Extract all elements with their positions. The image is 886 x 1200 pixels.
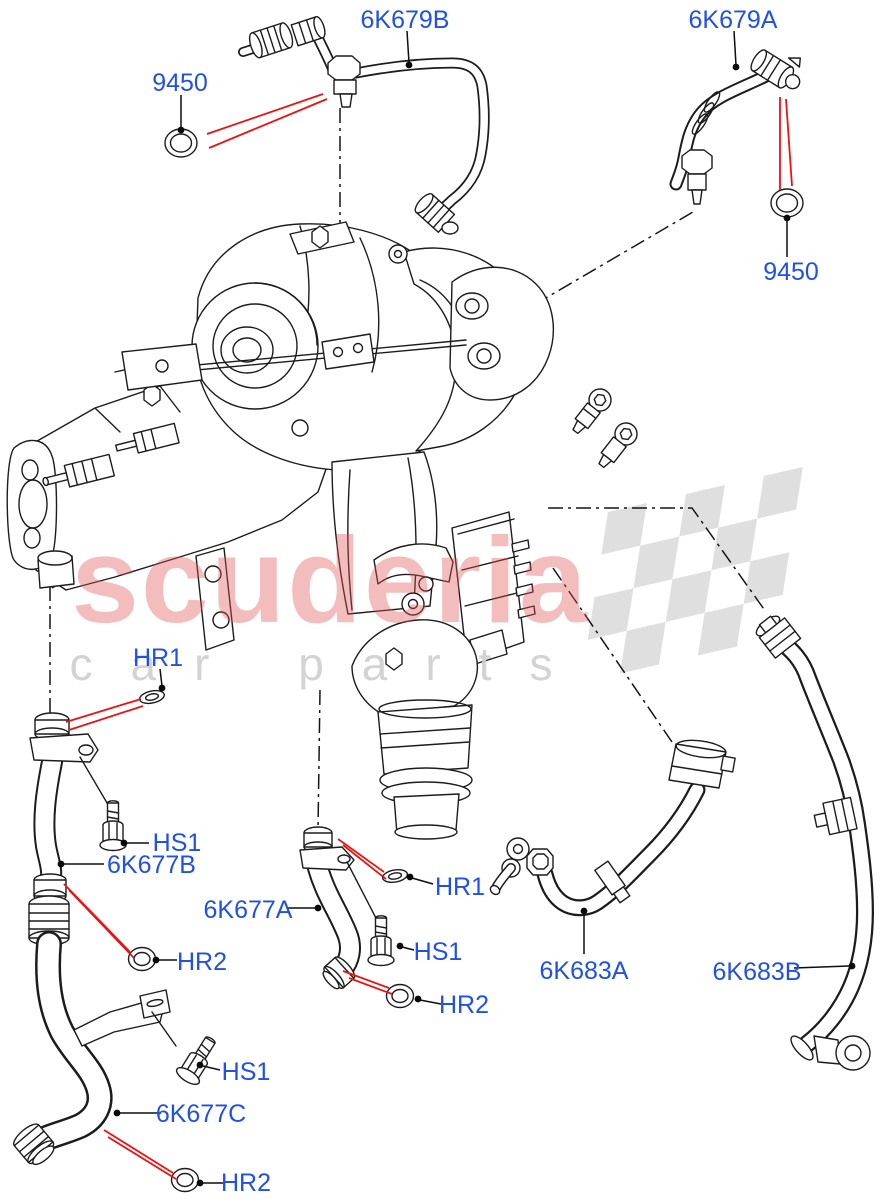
part-6K683B-drawing (755, 615, 875, 1071)
part-label-HR2-bottom[interactable]: HR2 (221, 1169, 271, 1197)
part-label-HR2-center[interactable]: HR2 (439, 991, 489, 1019)
part-label-HS1-bottom[interactable]: HS1 (222, 1058, 271, 1086)
part-6K677C-drawing (13, 895, 171, 1166)
callout-9450-top-left: 9450 (152, 69, 208, 134)
part-label-6K683A[interactable]: 6K683A (540, 957, 629, 985)
callout-HS1-left: HS1 (120, 829, 202, 857)
callout-HR1-center: HR1 (406, 873, 485, 901)
watermark: scuderia car parts (70, 512, 591, 690)
part-label-6K677A[interactable]: 6K677A (204, 896, 293, 924)
callout-HR2-bottom: HR2 (196, 1169, 271, 1197)
part-label-6K679A[interactable]: 6K679A (689, 6, 778, 34)
turbocharger-drawing (121, 221, 638, 615)
part-label-9450-right[interactable]: 9450 (763, 258, 819, 286)
callout-HR1-left: HR1 (133, 644, 183, 692)
part-label-HR2-left[interactable]: HR2 (177, 948, 227, 976)
part-label-6K679B[interactable]: 6K679B (361, 6, 450, 34)
valve-downpipe-drawing (351, 576, 478, 840)
part-label-6K677C[interactable]: 6K677C (156, 1100, 246, 1128)
callout-6K677A: 6K677A (204, 896, 322, 924)
part-label-6K683B[interactable]: 6K683B (713, 958, 802, 986)
part-label-HS1-left[interactable]: HS1 (153, 829, 202, 857)
part-6K679B-drawing (238, 16, 490, 235)
callout-6K683A: 6K683A (540, 907, 629, 985)
callout-6K677B: 6K677B (57, 851, 196, 879)
callout-HS1-center: HS1 (396, 938, 463, 966)
hardware-glyphs (79, 128, 804, 1193)
callout-6K679A: 6K679A (689, 6, 778, 71)
part-6K683A-drawing (489, 739, 736, 917)
part-label-9450-top-left[interactable]: 9450 (152, 69, 208, 97)
part-6K679A-drawing (669, 49, 801, 205)
part-label-HR1-center[interactable]: HR1 (435, 873, 485, 901)
callout-HR2-left: HR2 (152, 948, 227, 976)
part-label-HR1-left[interactable]: HR1 (133, 644, 183, 672)
callout-6K677C: 6K677C (113, 1100, 246, 1128)
red-pointer-lines (63, 93, 793, 1180)
watermark-brand-text: scuderia (71, 512, 589, 648)
callout-HR2-center: HR2 (414, 991, 489, 1019)
checkered-flag-watermark (587, 467, 803, 674)
part-6K677A-drawing (299, 826, 361, 990)
callout-9450-right: 9450 (763, 214, 819, 286)
part-label-HS1-center[interactable]: HS1 (414, 938, 463, 966)
callout-6K679B: 6K679B (361, 6, 450, 69)
callout-HS1-bottom: HS1 (196, 1058, 271, 1086)
part-6K677B-drawing (29, 712, 99, 903)
part-label-6K677B[interactable]: 6K677B (107, 851, 196, 879)
watermark-tagline-text: car parts (70, 638, 591, 690)
callout-6K683B: 6K683B (713, 958, 856, 986)
